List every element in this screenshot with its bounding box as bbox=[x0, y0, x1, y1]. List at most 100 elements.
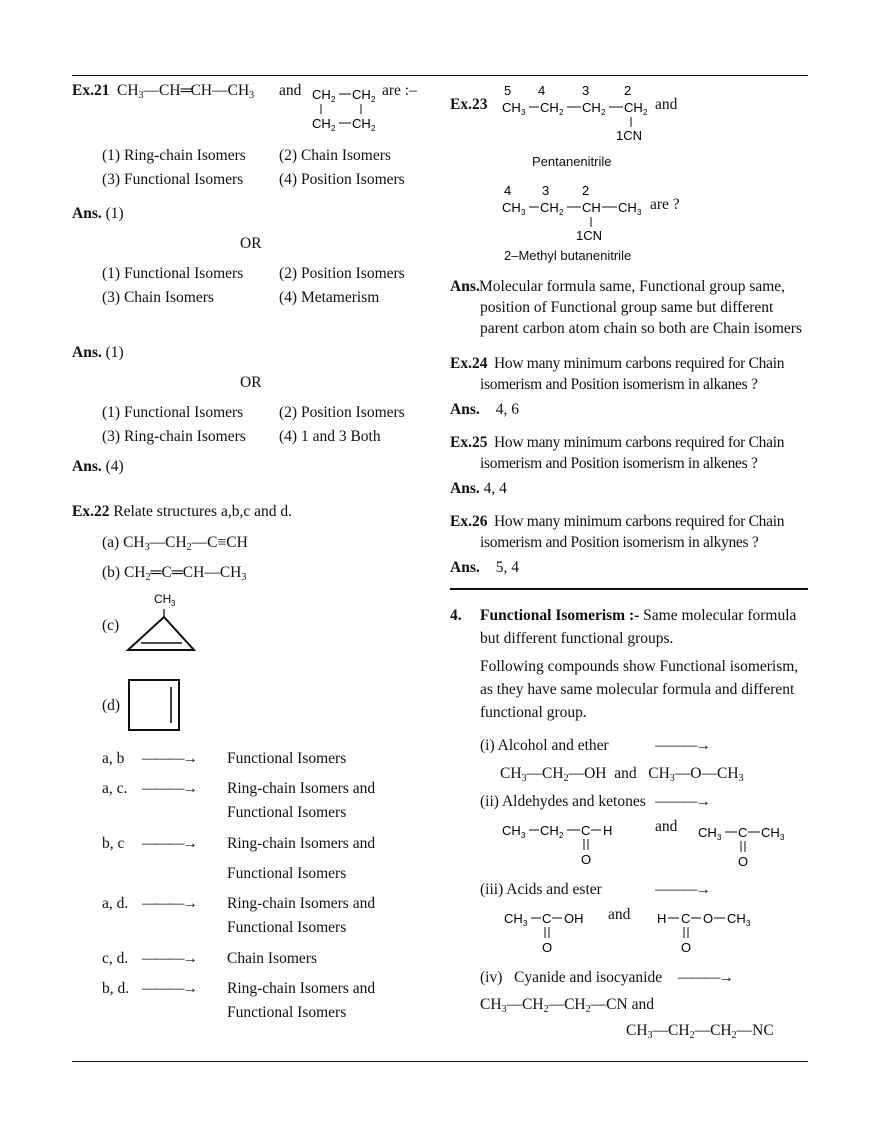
svg-text:H: H bbox=[657, 911, 666, 926]
isocyanide-structure: CH3—CH2—CH2—NC bbox=[626, 1022, 774, 1041]
svg-text:CH: CH bbox=[312, 116, 331, 131]
arrow-icon: ———→ bbox=[678, 969, 734, 986]
svg-text:3: 3 bbox=[521, 108, 526, 117]
item-alcohol-ether: (i) Alcohol and ether ———→ bbox=[450, 734, 808, 758]
svg-text:CH: CH bbox=[502, 200, 521, 215]
svg-text:3: 3 bbox=[521, 208, 526, 217]
arrow-icon: ———→ bbox=[655, 737, 711, 754]
relations-list: a, b ———→ Functional Isomers a, c. ———→ … bbox=[72, 747, 432, 1032]
structure-d-label: (d) bbox=[102, 697, 121, 714]
section-divider bbox=[450, 588, 808, 590]
svg-text:2: 2 bbox=[624, 83, 631, 98]
svg-text:2: 2 bbox=[559, 108, 564, 117]
item-label: (iii) Acids and ester bbox=[480, 881, 602, 898]
option-3: (3) Functional Isomers bbox=[102, 171, 244, 188]
ex21-q1-options: (1) Ring-chain Isomers (2) Chain Isomers… bbox=[72, 144, 432, 202]
relation-pair: a, d. bbox=[102, 895, 129, 912]
relation-pair: c, d. bbox=[102, 950, 129, 967]
ex24-question: Ex.24 How many minimum carbons required … bbox=[450, 353, 808, 395]
svg-text:CH: CH bbox=[502, 823, 521, 838]
svg-text:4: 4 bbox=[504, 183, 511, 198]
ans-value: (1) bbox=[105, 205, 124, 222]
relation-result: Functional Isomers bbox=[227, 1004, 347, 1021]
svg-text:4: 4 bbox=[538, 83, 545, 98]
bottom-rule bbox=[72, 1061, 808, 1062]
arrow-icon: ———→ bbox=[655, 881, 711, 898]
svg-text:CH: CH bbox=[761, 825, 780, 840]
or-separator-2: OR bbox=[240, 374, 262, 391]
and-text: and bbox=[631, 996, 654, 1013]
option-2: (2) Position Isomers bbox=[279, 404, 405, 421]
svg-text:3: 3 bbox=[582, 83, 589, 98]
ans-value: (1) bbox=[105, 344, 124, 361]
ex24-answer: Ans.4, 6 bbox=[450, 398, 808, 422]
ex24-label: Ex.24 bbox=[450, 355, 488, 372]
ex21-formula-butene: CH3—CH═CH—CH3 bbox=[117, 82, 255, 101]
svg-text:1CN: 1CN bbox=[616, 128, 642, 143]
top-rule bbox=[72, 75, 808, 76]
svg-text:3: 3 bbox=[717, 833, 722, 842]
ex25-question: Ex.25 How many minimum carbons required … bbox=[450, 432, 808, 474]
option-4: (4) 1 and 3 Both bbox=[279, 428, 381, 445]
svg-text:3: 3 bbox=[637, 208, 642, 217]
svg-text:2: 2 bbox=[371, 124, 376, 133]
svg-text:O: O bbox=[542, 940, 552, 955]
ans-value: 4, 4 bbox=[483, 480, 507, 497]
svg-text:3: 3 bbox=[542, 183, 549, 198]
svg-text:CH: CH bbox=[352, 87, 371, 102]
item-acid-ester: (iii) Acids and ester ———→ bbox=[450, 878, 808, 902]
relation-result: Functional Isomers bbox=[227, 750, 347, 767]
structure-b: (b) CH2═C═CH—CH3 bbox=[102, 564, 247, 583]
option-3: (3) Chain Isomers bbox=[102, 289, 214, 306]
arrow-icon: ———→ bbox=[142, 950, 198, 967]
svg-text:O: O bbox=[581, 852, 591, 867]
svg-text:CH: CH bbox=[540, 200, 559, 215]
svg-text:CH: CH bbox=[540, 823, 559, 838]
ex22-label: Ex.22 bbox=[72, 503, 110, 520]
ex23-label: Ex.23 bbox=[450, 96, 488, 113]
svg-text:CH: CH bbox=[352, 116, 371, 131]
svg-text:O: O bbox=[681, 940, 691, 955]
svg-text:CH: CH bbox=[504, 911, 523, 926]
structure-d: (d) bbox=[72, 675, 432, 745]
svg-text:C: C bbox=[681, 911, 690, 926]
relation-pair: a, c. bbox=[102, 780, 128, 797]
relation-result: Ring-chain Isomers and bbox=[227, 835, 376, 852]
section4-number: 4. bbox=[450, 607, 462, 624]
ans-text: Molecular formula same, Functional group… bbox=[479, 278, 802, 337]
ans-value: 4, 6 bbox=[495, 401, 519, 418]
svg-text:O: O bbox=[738, 854, 748, 869]
ans-label: Ans. bbox=[450, 559, 480, 576]
svg-text:CH: CH bbox=[154, 592, 171, 606]
svg-text:2: 2 bbox=[643, 108, 648, 117]
name-pentanenitrile: Pentanenitrile bbox=[532, 154, 612, 169]
svg-text:CH: CH bbox=[618, 200, 637, 215]
ans-label: Ans. bbox=[72, 344, 102, 361]
relation-pair: b, c bbox=[102, 835, 125, 852]
section4-title: Functional Isomerism :- bbox=[480, 607, 640, 624]
or-separator-1: OR bbox=[240, 235, 262, 252]
ex21-q3-answer: Ans. (4) bbox=[72, 455, 432, 479]
svg-text:CH: CH bbox=[502, 100, 521, 115]
arrow-icon: ———→ bbox=[142, 895, 198, 912]
option-4: (4) Metamerism bbox=[279, 289, 380, 306]
ex24-text: How many minimum carbons required for Ch… bbox=[480, 355, 785, 393]
relation-result: Chain Isomers bbox=[227, 950, 317, 967]
ex21-are: are :– bbox=[382, 82, 417, 99]
option-1: (1) Functional Isomers bbox=[102, 265, 244, 282]
ex21-q2-options: (1) Functional Isomers (2) Position Isom… bbox=[72, 262, 432, 310]
option-2: (2) Position Isomers bbox=[279, 265, 405, 282]
